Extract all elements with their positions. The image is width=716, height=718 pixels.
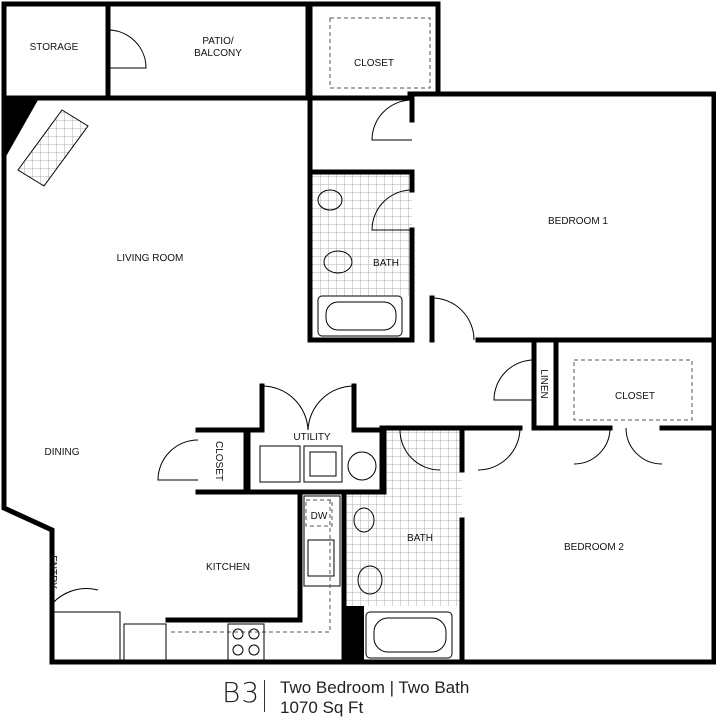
burner-1 (232, 628, 244, 640)
bath1-tub (317, 295, 403, 337)
bath2-tile-lower (344, 492, 386, 606)
dw-outline (305, 499, 333, 527)
dw-label: DW (311, 511, 328, 522)
storage-wall (1, 1, 313, 101)
washer (259, 445, 301, 483)
bedroom1-door[interactable] (431, 297, 475, 341)
upper-cabinets (168, 500, 331, 633)
fireplace-wall (4, 100, 38, 160)
utility-door-left[interactable] (261, 385, 309, 431)
bath2-sink (353, 507, 375, 533)
linen-label: LINEN (538, 369, 549, 398)
dining-label: DINING (45, 447, 80, 458)
utility-label: UTILITY (293, 432, 331, 443)
closet-right-door-left[interactable] (573, 427, 611, 465)
kitchen-label: KITCHEN (206, 562, 250, 573)
living-room-label: LIVING ROOM (117, 253, 184, 264)
utility-right-wall (379, 425, 479, 495)
bath1-toilet (323, 250, 353, 274)
closet-right-door-right[interactable] (625, 427, 663, 465)
bath2-tub-inner (373, 617, 447, 653)
bath2-door[interactable] (399, 429, 441, 471)
closet-small-wall (195, 427, 249, 495)
utility-door-right[interactable] (307, 385, 355, 431)
linen-door[interactable] (493, 359, 535, 401)
entry-label: ENTRY (47, 555, 58, 589)
range (227, 623, 265, 661)
bath2-label: BATH (407, 533, 433, 544)
dryer (303, 445, 343, 483)
storage-door[interactable] (107, 29, 147, 69)
bath2-toilet (357, 565, 383, 595)
closet-small-label: CLOSET (213, 441, 224, 481)
bath1-sink (317, 189, 343, 211)
refrigerator (123, 623, 167, 663)
bath2-tub (365, 611, 453, 659)
storage-label: STORAGE (30, 42, 79, 53)
bedroom1-bottom-wall (429, 295, 716, 343)
bath1-tile (312, 172, 412, 296)
bedroom2-wall (459, 425, 523, 665)
burner-3 (232, 644, 244, 656)
footer-divider (264, 680, 265, 712)
unit-area: 1070 Sq Ft (280, 698, 364, 717)
burner-4 (248, 644, 260, 656)
closet-right-shelf (573, 359, 693, 421)
closet-top-shelf (329, 17, 431, 89)
unit-code: B3 (222, 676, 261, 709)
top-wall-right (307, 1, 441, 173)
linen-wall (531, 337, 613, 431)
bedroom2-door[interactable] (477, 427, 521, 471)
entry-door[interactable] (51, 588, 99, 605)
closet-top-wall (307, 91, 415, 175)
water-heater (347, 451, 377, 481)
kitchen-wall (165, 491, 347, 665)
closet-small-door[interactable] (157, 439, 199, 481)
pillar (344, 606, 364, 662)
bedroom1-label: BEDROOM 1 (548, 216, 608, 227)
counter-top (303, 495, 341, 587)
bath2-tile (384, 430, 462, 606)
utility-wall (245, 383, 385, 495)
dryer-panel (309, 451, 337, 477)
bath1-tub-inner (325, 301, 397, 331)
fireplace-hearth (17, 109, 89, 187)
closet-right-label: CLOSET (615, 391, 655, 402)
kitchen-sink (307, 539, 335, 577)
closet-top-label: CLOSET (354, 58, 394, 69)
entry-closet (52, 611, 121, 662)
closet-top-door[interactable] (371, 99, 413, 141)
patio-label-line2: BALCONY (194, 48, 242, 59)
plan-footer: B3 Two Bedroom | Two Bath 1070 Sq Ft (0, 672, 716, 718)
burner-2 (248, 628, 260, 640)
bath1-wall (307, 167, 415, 343)
unit-description: Two Bedroom | Two Bath (280, 678, 470, 697)
bath1-door[interactable] (371, 189, 413, 231)
patio-label-line1: PATIO/ (202, 36, 234, 47)
bath1-label: BATH (373, 258, 399, 269)
bedroom2-label: BEDROOM 2 (564, 542, 624, 553)
